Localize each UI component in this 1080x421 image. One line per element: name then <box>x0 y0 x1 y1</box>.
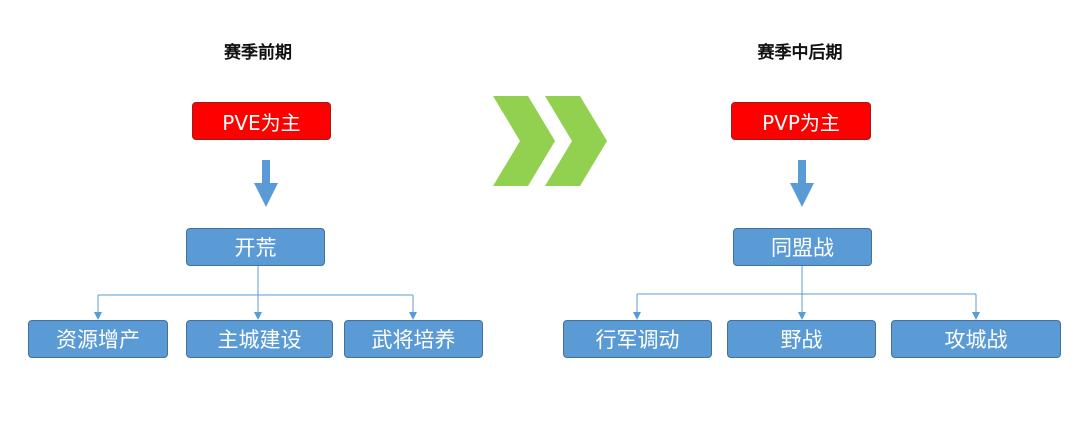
right-main-node: 同盟战 <box>733 228 872 266</box>
left-tree-connector <box>97 266 414 314</box>
left-child-node-3: 武将培养 <box>344 320 483 358</box>
left-down-arrow <box>254 160 278 207</box>
double-chevron-right-icon <box>493 96 607 186</box>
right-mode-box: PVP为主 <box>731 102 871 140</box>
right-tree-connector <box>636 266 977 314</box>
right-title: 赛季中后期 <box>757 43 843 63</box>
left-child-node-2: 主城建设 <box>186 320 333 358</box>
left-mode-box: PVE为主 <box>192 102 331 140</box>
left-main-node: 开荒 <box>186 228 325 266</box>
left-child-node-1: 资源增产 <box>28 320 168 358</box>
right-down-arrow <box>790 160 814 207</box>
right-child-node-1: 行军调动 <box>563 320 712 358</box>
right-child-node-2: 野战 <box>727 320 876 358</box>
left-title: 赛季前期 <box>224 43 292 63</box>
right-child-node-3: 攻城战 <box>891 320 1061 358</box>
